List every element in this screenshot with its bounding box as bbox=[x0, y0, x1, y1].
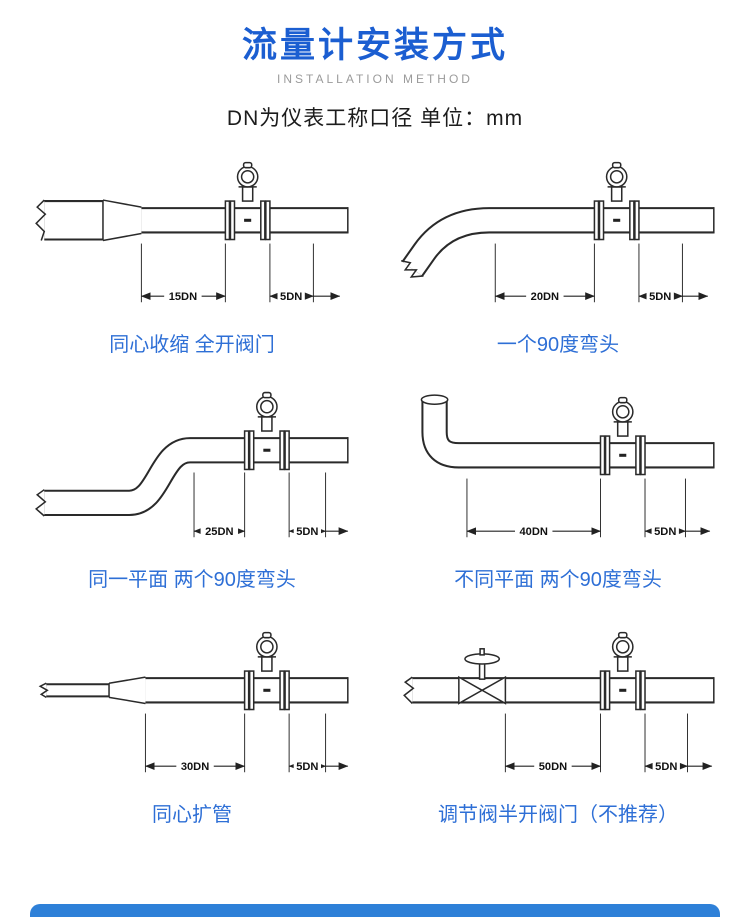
diagram-one-90-elbow: 20DN 5DN bbox=[401, 162, 715, 304]
dimension-upstream-label: 15DN bbox=[169, 291, 197, 303]
dimensions: 25DN 5DN bbox=[193, 472, 349, 539]
diagram-concentric-reducer: 15DN 5DN bbox=[35, 162, 349, 304]
pipe bbox=[401, 207, 715, 279]
diagram-caption: 同一平面 两个90度弯头 bbox=[88, 569, 296, 592]
diagram-caption: 调节阀半开阀门（不推荐） bbox=[438, 804, 678, 827]
dimension-upstream-label: 25DN bbox=[205, 526, 233, 538]
diagram-concentric-expander: 30DN 5DN bbox=[38, 632, 349, 774]
dimensions: 20DN 5DN bbox=[494, 243, 709, 304]
diagram-cell-concentric-expander: 30DN 5DN 同心扩管 bbox=[20, 624, 364, 827]
dimension-upstream-label: 50DN bbox=[539, 761, 567, 773]
dimension-upstream-label: 40DN bbox=[520, 526, 548, 538]
dimension-upstream-label: 30DN bbox=[181, 761, 209, 773]
diagram-caption: 同心扩管 bbox=[152, 804, 232, 827]
dimension-downstream-label: 5DN bbox=[280, 291, 302, 303]
page-subtitle: INSTALLATION METHOD bbox=[277, 72, 473, 87]
regulating-valve bbox=[458, 648, 507, 705]
dimensions: 15DN 5DN bbox=[140, 243, 341, 304]
pipe bbox=[420, 394, 715, 469]
diagram-regulating-valve-half-open: 50DN 5DN bbox=[403, 632, 715, 774]
section-divider-bar bbox=[30, 904, 720, 917]
diagram-caption: 不同平面 两个90度弯头 bbox=[454, 569, 662, 592]
diagram-cell-two-elbows-diff-plane: 40DN 5DN 不同平面 两个90度弯头 bbox=[386, 389, 730, 592]
diagram-cell-one-elbow: 20DN 5DN 一个90度弯头 bbox=[386, 154, 730, 357]
page-title: 流量计安装方式 bbox=[241, 26, 508, 65]
diagram-two-elbows-different-plane: 40DN 5DN bbox=[420, 394, 715, 539]
diagram-cell-two-elbows-same-plane: 25DN 5DN 同一平面 两个90度弯头 bbox=[20, 389, 364, 592]
diagram-caption: 一个90度弯头 bbox=[496, 334, 620, 357]
pipe bbox=[35, 199, 349, 242]
unit-note: DN为仪表工称口径 单位：mm bbox=[226, 107, 524, 131]
pipe bbox=[38, 676, 349, 705]
dimension-downstream-label: 5DN bbox=[296, 761, 318, 773]
pipe bbox=[403, 676, 715, 705]
dimensions: 30DN 5DN bbox=[144, 713, 349, 774]
dimension-downstream-label: 5DN bbox=[649, 291, 671, 303]
pipe-opening bbox=[420, 394, 449, 406]
diagram-cell-concentric-reducer: 15DN 5DN 同心收缩 全开阀门 bbox=[20, 154, 364, 357]
diagram-grid: 15DN 5DN 同心收缩 全开阀门 bbox=[0, 132, 750, 827]
dimension-upstream-label: 20DN bbox=[531, 291, 559, 303]
pipe bbox=[34, 437, 349, 517]
diagram-cell-regulating-valve: 50DN 5DN 调节阀半开阀门（不推荐） bbox=[386, 624, 730, 827]
dimension-downstream-label: 5DN bbox=[655, 761, 677, 773]
diagram-two-elbows-same-plane: 25DN 5DN bbox=[34, 392, 349, 539]
dimension-downstream-label: 5DN bbox=[654, 526, 676, 538]
dimensions: 50DN 5DN bbox=[504, 713, 713, 774]
dimensions: 40DN 5DN bbox=[466, 478, 711, 539]
dimension-downstream-label: 5DN bbox=[296, 526, 318, 538]
diagram-caption: 同心收缩 全开阀门 bbox=[109, 334, 275, 357]
header: 流量计安装方式 INSTALLATION METHOD DN为仪表工称口径 单位… bbox=[0, 0, 750, 132]
